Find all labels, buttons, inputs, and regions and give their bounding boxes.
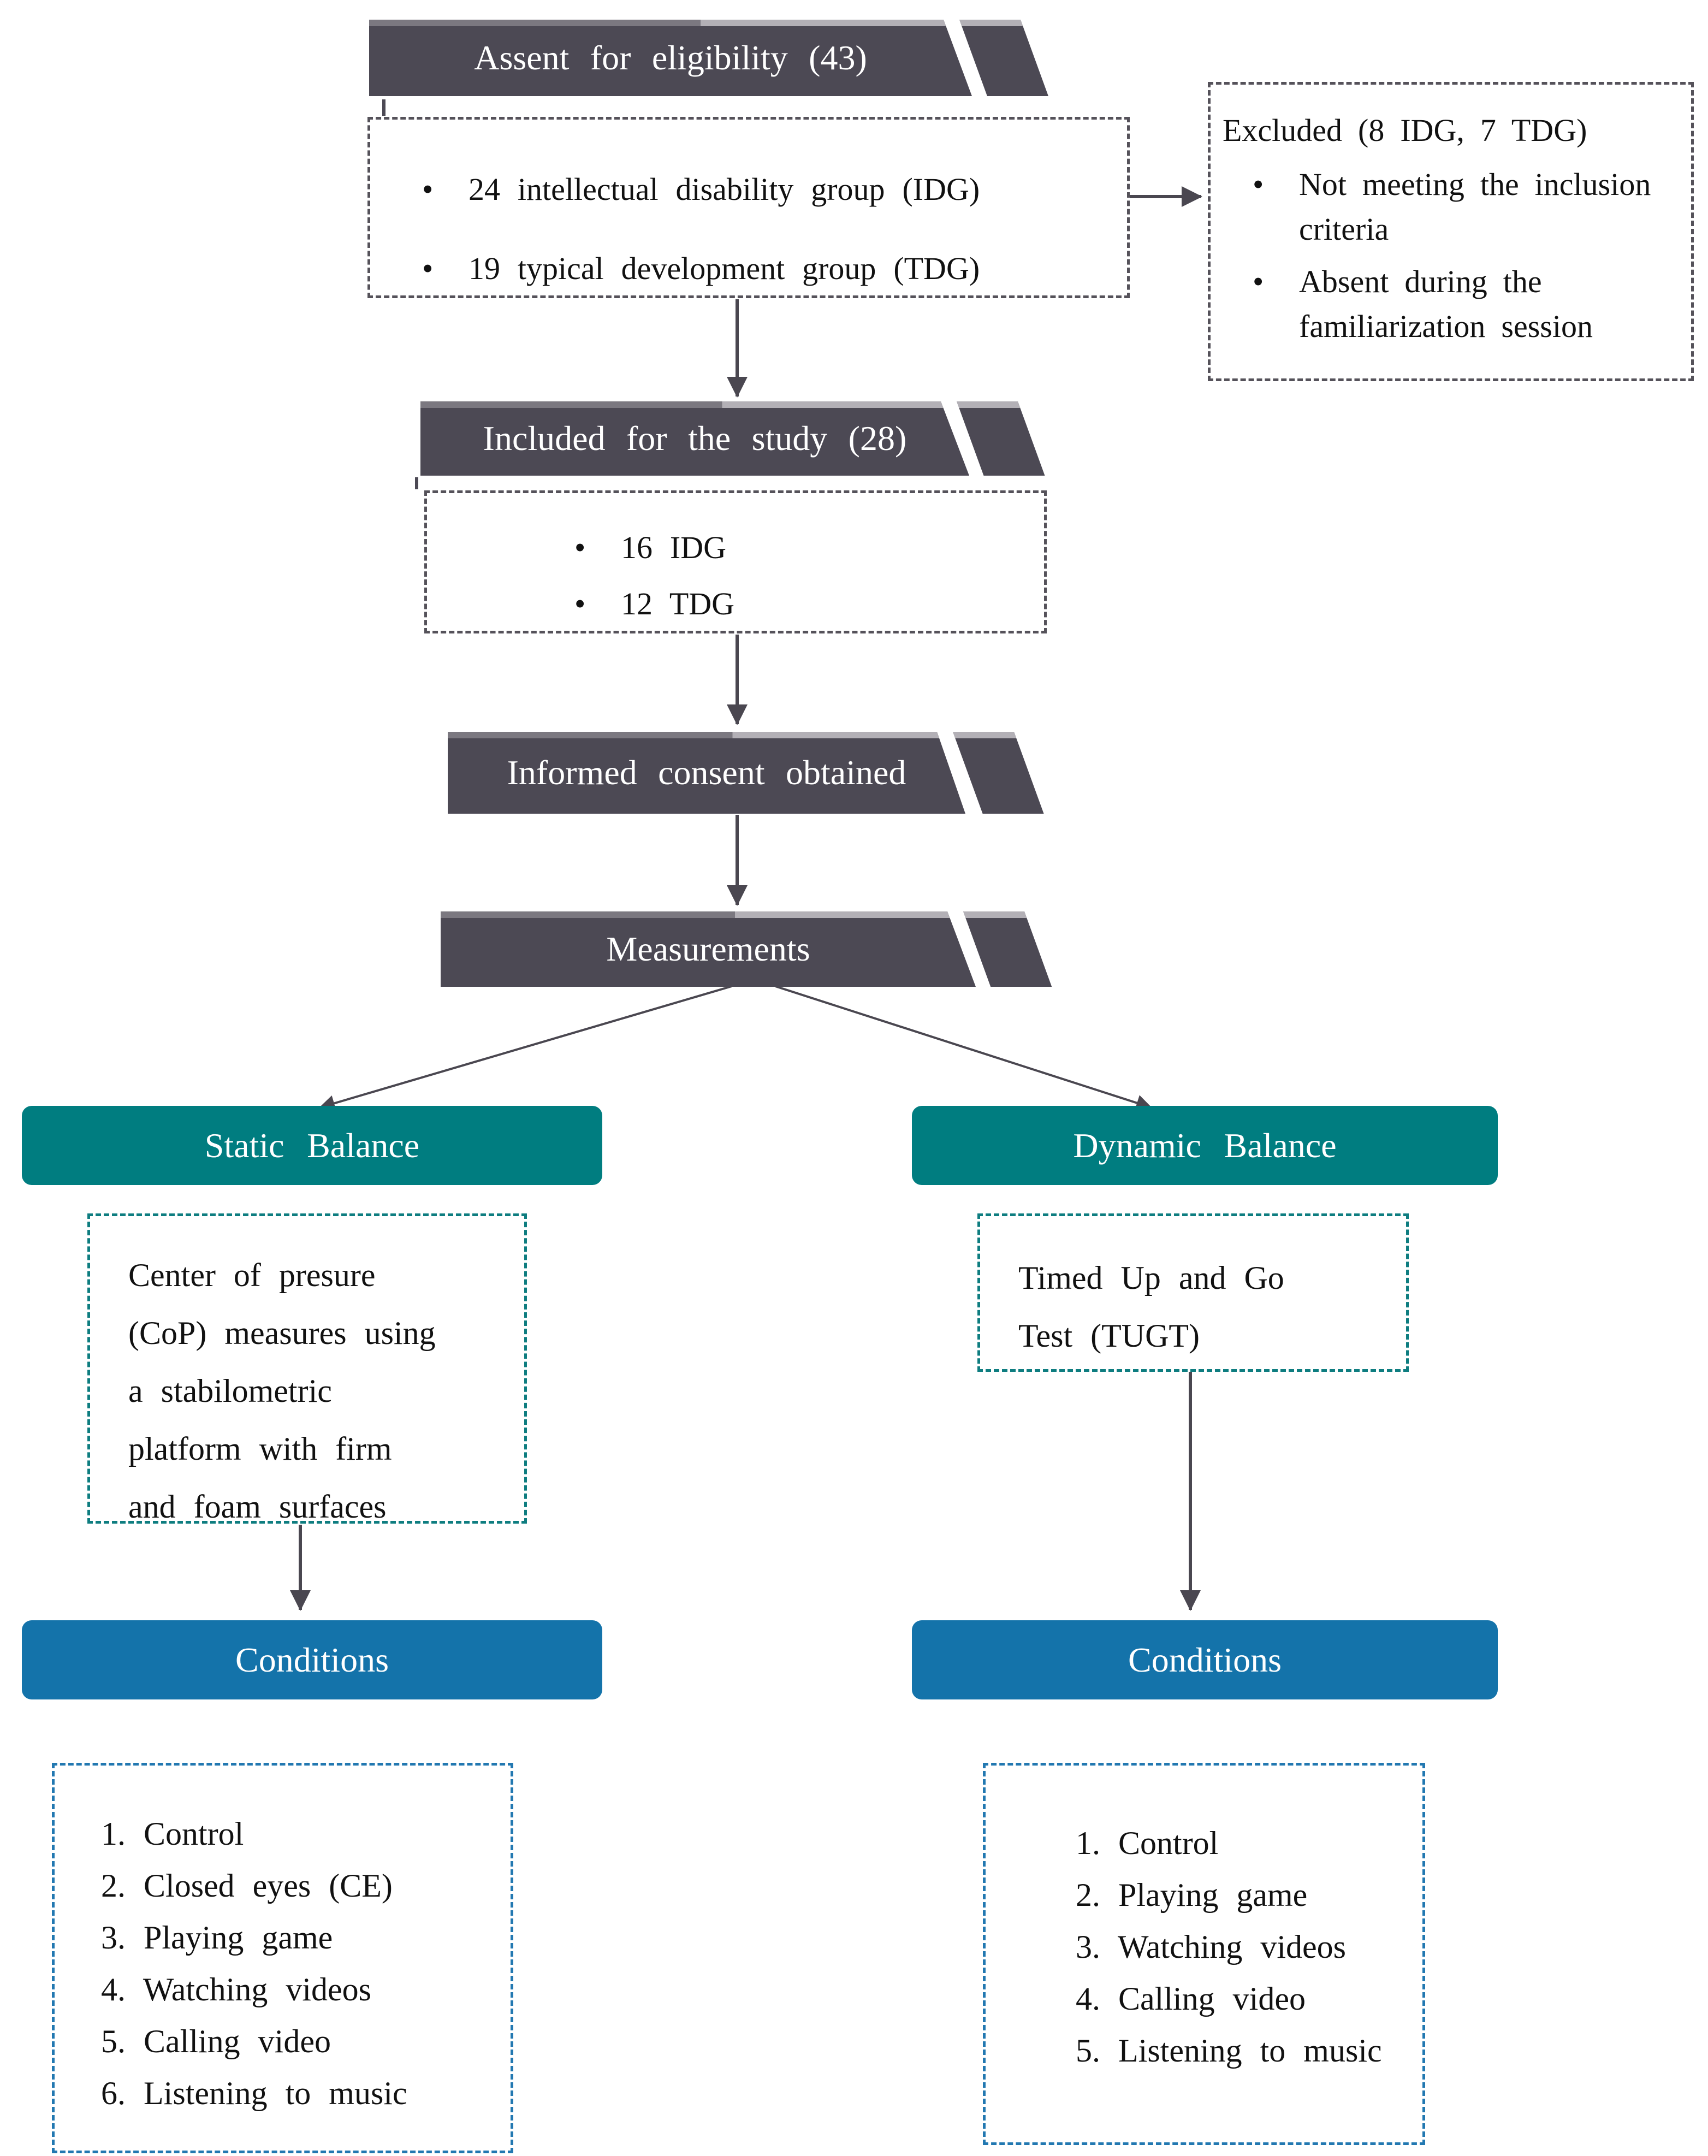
dynamic-balance-header: Dynamic Balance xyxy=(912,1106,1498,1185)
eligibility-item: 19 typical development group (TDG) xyxy=(370,229,1127,308)
banner-measurements: Measurements xyxy=(441,911,1123,987)
static-balance-header: Static Balance xyxy=(22,1106,602,1185)
static-condition-item: 2. Closed eyes (CE) xyxy=(101,1868,393,1904)
eligibility-box: 24 intellectual disability group (IDG) 1… xyxy=(367,117,1130,308)
banner-included-tail xyxy=(957,401,1045,476)
banner-consent-body xyxy=(448,732,965,814)
banner-measurements-tail xyxy=(963,911,1052,987)
cop-measure-line: platform with firm xyxy=(128,1431,392,1467)
banner-measurements-body xyxy=(441,911,976,987)
included-item: 12 TDG xyxy=(427,576,1044,632)
banner-consent: Informed consent obtained xyxy=(448,732,1114,814)
static-condition-item: 4. Watching videos xyxy=(101,1971,371,2007)
banner-measurements-label: Measurements xyxy=(606,929,810,968)
banner-assent: Assent for eligibility (43) xyxy=(369,20,1079,96)
static-condition-item: 3. Playing game xyxy=(101,1920,333,1956)
included-box: 16 IDG 12 TDG xyxy=(424,490,1047,633)
arrow-measurements-to-static xyxy=(319,985,732,1111)
banner-included-body xyxy=(420,401,969,476)
excluded-box: Excluded (8 IDG, 7 TDG) Not meeting the … xyxy=(1208,82,1694,381)
tick-mark xyxy=(415,477,418,489)
banner-included: Included for the study (28) xyxy=(420,401,1108,476)
static-condition-item: 6. Listening to music xyxy=(101,2075,407,2111)
static-conditions-box: 1. Control 2. Closed eyes (CE) 3. Playin… xyxy=(52,1763,513,2153)
banner-assent-label: Assent for eligibility (43) xyxy=(474,38,867,77)
excluded-item: Not meeting the inclusion criteria xyxy=(1223,162,1680,252)
banner-included-label: Included for the study (28) xyxy=(483,419,907,458)
dynamic-condition-item: 3. Watching videos xyxy=(1076,1929,1346,1965)
banner-consent-tail xyxy=(953,732,1044,814)
static-conditions-header: Conditions xyxy=(22,1620,602,1699)
eligibility-item: 24 intellectual disability group (IDG) xyxy=(370,150,1127,229)
cop-measure-line: and foam surfaces xyxy=(128,1489,387,1525)
cop-measure-box: Center of presure (CoP) measures using a… xyxy=(87,1213,527,1525)
tugt-measure-box: Timed Up and Go Test (TUGT) xyxy=(977,1213,1409,1372)
banner-consent-label: Informed consent obtained xyxy=(507,753,906,792)
static-condition-item: 5. Calling video xyxy=(101,2023,331,2059)
included-item: 16 IDG xyxy=(427,519,1044,576)
dynamic-condition-item: 1. Control xyxy=(1076,1825,1219,1861)
dynamic-condition-item: 2. Playing game xyxy=(1076,1877,1308,1913)
static-condition-item: 1. Control xyxy=(101,1816,244,1852)
tugt-measure-line: Timed Up and Go xyxy=(1018,1260,1284,1296)
dynamic-condition-item: 4. Calling video xyxy=(1076,1981,1306,2017)
dynamic-conditions-header: Conditions xyxy=(912,1620,1498,1699)
arrow-measurements-to-dynamic xyxy=(775,985,1152,1111)
banner-assent-tail xyxy=(959,20,1048,96)
cop-measure-line: Center of presure xyxy=(128,1257,376,1293)
cop-measure-line: (CoP) measures using xyxy=(128,1315,436,1351)
tick-mark xyxy=(382,99,386,116)
excluded-item: Absent during the familiarization sessio… xyxy=(1223,259,1680,349)
tugt-measure-line: Test (TUGT) xyxy=(1018,1318,1200,1354)
dynamic-conditions-box: 1. Control 2. Playing game 3. Watching v… xyxy=(983,1763,1425,2145)
cop-measure-line: a stabilometric xyxy=(128,1373,332,1409)
excluded-title: Excluded (8 IDG, 7 TDG) xyxy=(1223,112,1587,148)
dynamic-condition-item: 5. Listening to music xyxy=(1076,2033,1382,2069)
banner-assent-body xyxy=(369,20,972,96)
